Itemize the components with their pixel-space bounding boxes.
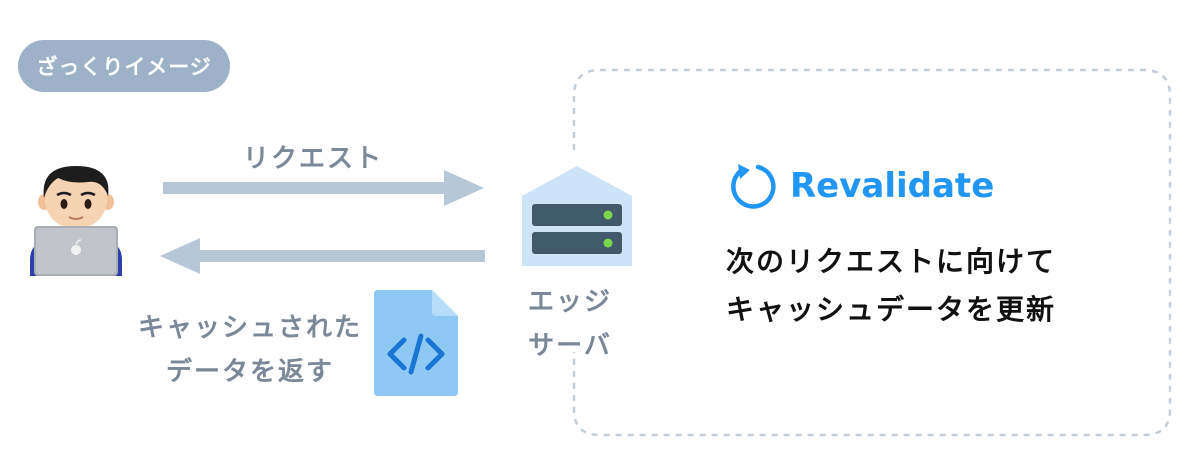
- image-tag: ざっくりイメージ: [18, 40, 230, 92]
- image-tag-label: ざっくりイメージ: [36, 55, 212, 79]
- revalidate-description-line2: キャッシュデータを更新: [726, 293, 1057, 326]
- code-document-icon: [374, 290, 458, 396]
- revalidate-description: 次のリクエストに向けて キャッシュデータを更新: [726, 238, 1056, 334]
- revalidate-title: Revalidate: [790, 166, 995, 206]
- response-label-line2: データを返す: [165, 357, 334, 387]
- response-label-line1: キャッシュされた: [137, 313, 362, 343]
- edge-server-label-line2: サーバ: [528, 331, 612, 361]
- edge-server-label: エッジ サーバ: [515, 280, 625, 368]
- user-with-laptop-icon: [30, 166, 122, 276]
- request-label: リクエスト: [242, 144, 383, 174]
- edge-server-icon: [522, 166, 632, 266]
- revalidate-description-line1: 次のリクエストに向けて: [726, 245, 1057, 278]
- edge-server-label-line1: エッジ: [527, 287, 612, 317]
- refresh-icon: [731, 164, 776, 209]
- response-label: キャッシュされた データを返す: [120, 306, 380, 394]
